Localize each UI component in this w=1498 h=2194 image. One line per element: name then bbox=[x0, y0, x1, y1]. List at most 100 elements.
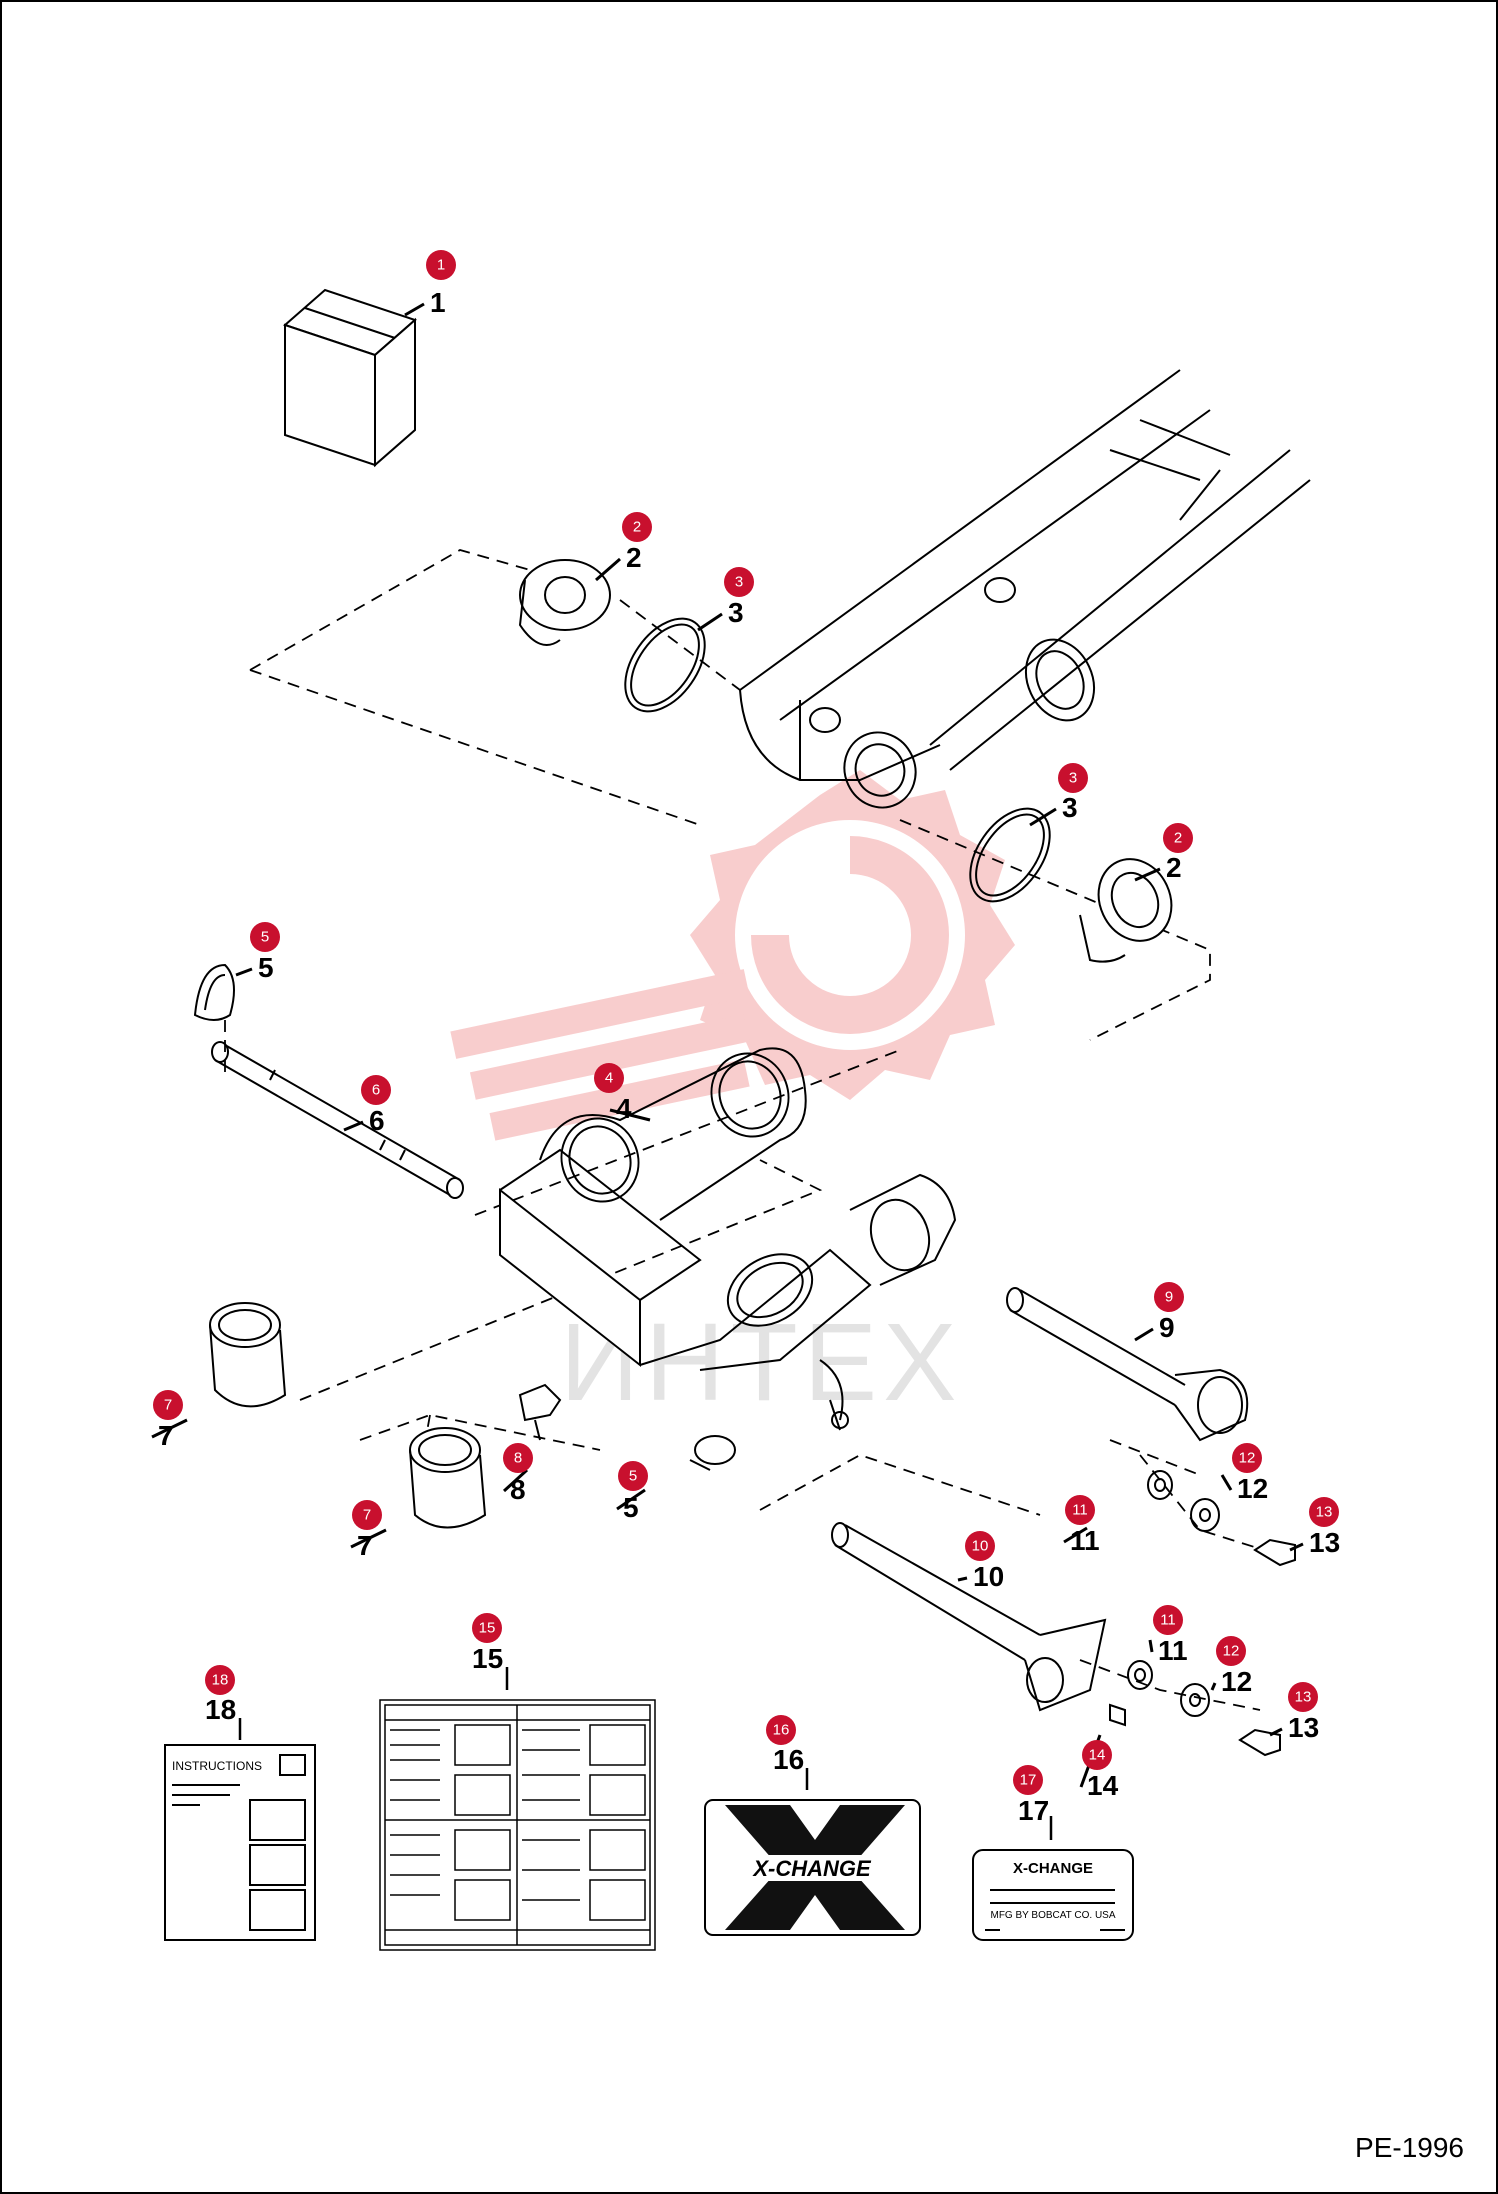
callout-7: 77 bbox=[350, 1500, 387, 1561]
part-number: 11 bbox=[1158, 1635, 1188, 1666]
callout-number: 6 bbox=[372, 1082, 380, 1099]
leader-line bbox=[1148, 1639, 1154, 1653]
callout-number: 18 bbox=[212, 1672, 229, 1689]
part-number: 12 bbox=[1237, 1473, 1268, 1504]
leader-line bbox=[502, 1468, 529, 1493]
leader-line bbox=[609, 1108, 651, 1122]
callout-number: 11 bbox=[1072, 1502, 1088, 1519]
callout-badge bbox=[205, 1665, 235, 1695]
watermark-logo: ИНТЕХ bbox=[450, 770, 1015, 1424]
part-number: 10 bbox=[973, 1561, 1004, 1592]
callout-badge bbox=[1216, 1636, 1246, 1666]
part-number: 1 bbox=[430, 287, 446, 318]
xchange-large-text: X-CHANGE bbox=[751, 1856, 872, 1881]
part-2-bushing-lower bbox=[1079, 858, 1173, 963]
decal-leaders bbox=[238, 1667, 1053, 1840]
boom-arm bbox=[739, 369, 1311, 809]
leader-line bbox=[1269, 1727, 1283, 1737]
part-1-box bbox=[283, 288, 417, 468]
leader-line bbox=[1029, 807, 1057, 827]
part-number: 18 bbox=[205, 1694, 236, 1725]
part-number: 5 bbox=[258, 952, 274, 983]
part-number: 14 bbox=[1087, 1770, 1119, 1801]
callout-badge bbox=[1154, 1282, 1184, 1312]
callout-badge bbox=[1082, 1740, 1112, 1770]
callout-3: 33 bbox=[1029, 763, 1088, 827]
callout-number: 16 bbox=[773, 1722, 790, 1739]
part-number: 13 bbox=[1309, 1527, 1340, 1558]
callout-number: 13 bbox=[1295, 1689, 1312, 1706]
part-6-pin bbox=[211, 1041, 464, 1199]
callout-badge bbox=[1163, 823, 1193, 853]
leader-line bbox=[616, 1488, 646, 1511]
leader-line bbox=[957, 1576, 968, 1582]
callout-2: 22 bbox=[1134, 823, 1193, 883]
leader-line bbox=[350, 1528, 387, 1549]
part-9-pin bbox=[1006, 1287, 1249, 1442]
leader-line bbox=[343, 1120, 364, 1132]
xchange-small-line: MFG BY BOBCAT CO. USA bbox=[990, 1910, 1115, 1921]
callout-badge bbox=[965, 1531, 995, 1561]
callout-9: 99 bbox=[1134, 1282, 1184, 1343]
part-number: 4 bbox=[616, 1093, 632, 1124]
callout-badge bbox=[352, 1500, 382, 1530]
part-number: 3 bbox=[728, 597, 744, 628]
part-number: 2 bbox=[1166, 852, 1182, 883]
leader-line bbox=[235, 967, 253, 977]
callout-8: 88 bbox=[502, 1443, 533, 1505]
callout-badge bbox=[1065, 1495, 1095, 1525]
callout-badge bbox=[724, 567, 754, 597]
leader-line bbox=[1210, 1682, 1217, 1691]
callout-badge bbox=[1309, 1497, 1339, 1527]
part-10-pin bbox=[831, 1522, 1107, 1712]
callout-number: 1 bbox=[437, 257, 445, 274]
callout-7: 77 bbox=[151, 1390, 188, 1451]
callout-badge bbox=[618, 1461, 648, 1491]
part-3-oring-upper bbox=[624, 617, 706, 713]
part-number: 12 bbox=[1221, 1666, 1252, 1697]
callout-number: 14 bbox=[1089, 1747, 1106, 1764]
part-2-bushing-upper bbox=[518, 559, 611, 646]
leader-line bbox=[404, 302, 425, 317]
callout-number: 4 bbox=[605, 1070, 613, 1087]
callout-number: 13 bbox=[1316, 1504, 1333, 1521]
leader-line bbox=[595, 557, 621, 582]
callout-badge bbox=[250, 922, 280, 952]
callout-number: 2 bbox=[1174, 830, 1182, 847]
callout-5: 55 bbox=[616, 1461, 648, 1523]
callout-badge bbox=[472, 1613, 502, 1643]
callout-number: 7 bbox=[363, 1507, 371, 1524]
part-15-decal-sheet bbox=[379, 1699, 656, 1951]
callout-badge bbox=[426, 250, 456, 280]
xchange-small-title: X-CHANGE bbox=[1013, 1860, 1093, 1877]
page-code: PE-1996 bbox=[1355, 2132, 1464, 2163]
callout-badge bbox=[153, 1390, 183, 1420]
callout-4: 44 bbox=[594, 1063, 651, 1124]
part-number: 17 bbox=[1018, 1795, 1049, 1826]
leader-line bbox=[1134, 867, 1161, 882]
callout-number: 12 bbox=[1223, 1643, 1240, 1660]
part-18-instructions bbox=[164, 1744, 316, 1941]
leader-line bbox=[697, 612, 723, 632]
part-17-serial-decal bbox=[972, 1849, 1134, 1941]
part-number: 9 bbox=[1159, 1312, 1175, 1343]
callout-badge bbox=[766, 1715, 796, 1745]
callout-6: 66 bbox=[343, 1075, 391, 1136]
callout-layer: 1122333322556644997788557712121111131310… bbox=[151, 250, 1340, 1826]
callout-number: 7 bbox=[164, 1397, 172, 1414]
leader-line bbox=[1220, 1474, 1233, 1491]
callout-number: 11 bbox=[1160, 1612, 1176, 1629]
callout-badge bbox=[1058, 763, 1088, 793]
callout-number: 5 bbox=[629, 1468, 637, 1485]
part-number: 5 bbox=[623, 1492, 639, 1523]
